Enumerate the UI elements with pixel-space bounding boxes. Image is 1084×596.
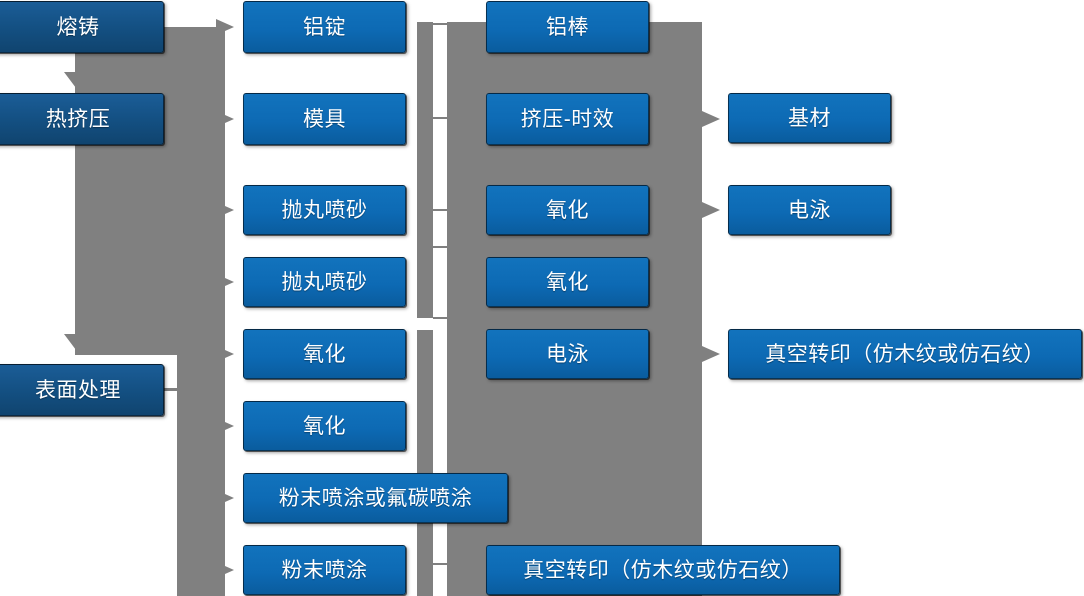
node-n-dianyong1[interactable]: 电泳 — [486, 329, 649, 379]
node-label: 表面处理 — [35, 378, 121, 402]
left-trunk-upper-slab2 — [75, 144, 225, 355]
node-label: 模具 — [303, 107, 346, 131]
node-label: 氧化 — [546, 270, 589, 294]
left-trunk-body — [165, 27, 225, 596]
surface-treat-stub — [163, 388, 179, 391]
node-label: 铝锭 — [303, 15, 346, 39]
node-label: 氧化 — [303, 414, 346, 438]
node-n-rongzhu[interactable]: 熔铸 — [0, 1, 164, 53]
node-label: 挤压-时效 — [520, 107, 615, 131]
mid-rail-thin-lower — [417, 330, 433, 596]
node-n-lubang[interactable]: 铝棒 — [486, 1, 649, 53]
node-n-fenmo1[interactable]: 粉末喷涂或氟碳喷涂 — [243, 473, 508, 523]
node-n-fenmo2[interactable]: 粉末喷涂 — [243, 545, 406, 595]
node-n-zhenkong1[interactable]: 真空转印（仿木纹或仿石纹） — [486, 545, 840, 595]
node-n-biaomian[interactable]: 表面处理 — [0, 364, 164, 416]
mid-to-right-arrowheads — [702, 111, 720, 362]
node-n-yanghua2[interactable]: 氧化 — [243, 401, 406, 451]
node-label: 粉末喷涂 — [281, 558, 368, 582]
node-n-rejiya[interactable]: 热挤压 — [0, 93, 164, 145]
node-label: 氧化 — [303, 342, 346, 366]
node-label: 抛丸喷砂 — [281, 270, 368, 294]
node-n-yanghua4[interactable]: 氧化 — [486, 257, 649, 307]
node-n-yanghua3[interactable]: 氧化 — [486, 185, 649, 235]
node-label: 铝棒 — [546, 15, 589, 39]
node-n-jiyashixiao[interactable]: 挤压-时效 — [486, 93, 649, 145]
node-label: 熔铸 — [56, 15, 100, 39]
node-n-yanghua1[interactable]: 氧化 — [243, 329, 406, 379]
down-arrow-head-2 — [64, 334, 88, 350]
left-trunk-upper-slab — [75, 51, 225, 93]
node-label: 抛丸喷砂 — [281, 198, 368, 222]
node-label: 粉末喷涂或氟碳喷涂 — [278, 486, 473, 510]
node-n-paowan2[interactable]: 抛丸喷砂 — [243, 257, 406, 307]
node-label: 电泳 — [546, 342, 589, 366]
node-n-jicai[interactable]: 基材 — [728, 93, 891, 143]
node-n-ludin[interactable]: 铝锭 — [243, 1, 406, 53]
node-label: 真空转印（仿木纹或仿石纹） — [523, 558, 803, 582]
node-label: 电泳 — [788, 198, 831, 222]
down-arrow-head-1 — [64, 72, 88, 88]
node-n-paowan1[interactable]: 抛丸喷砂 — [243, 185, 406, 235]
node-n-zhenkong2[interactable]: 真空转印（仿木纹或仿石纹） — [728, 329, 1082, 379]
node-n-muju[interactable]: 模具 — [243, 93, 406, 145]
node-label: 氧化 — [546, 198, 589, 222]
left-to-mid-arrowheads — [216, 19, 234, 578]
node-label: 热挤压 — [45, 107, 111, 131]
node-label: 基材 — [788, 106, 831, 130]
node-n-dianyong2[interactable]: 电泳 — [728, 185, 891, 235]
mid-rail-thin-upper — [417, 22, 433, 318]
node-label: 真空转印（仿木纹或仿石纹） — [765, 342, 1045, 366]
mid-to-right-arrowshafts — [700, 117, 710, 356]
